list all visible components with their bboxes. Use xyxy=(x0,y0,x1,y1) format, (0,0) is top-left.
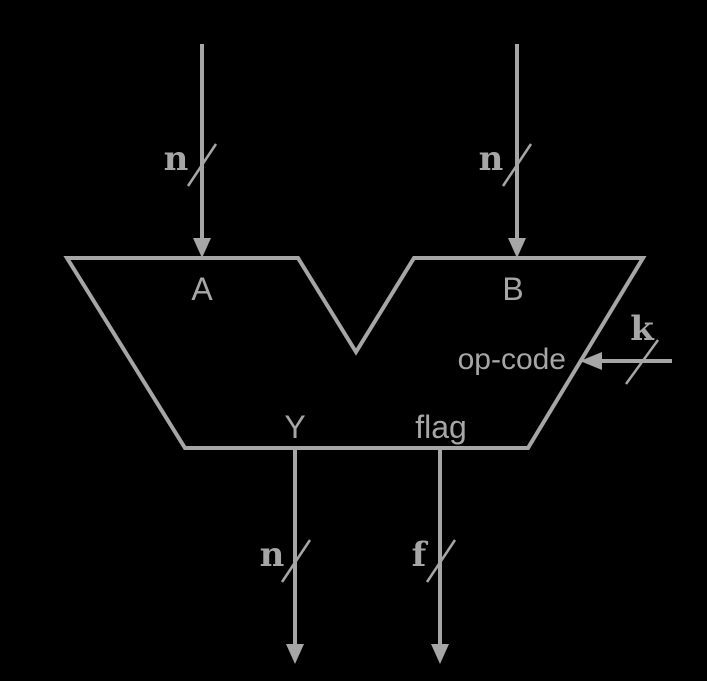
port-label-op-code: op-code xyxy=(458,343,566,376)
input-b-arrowhead xyxy=(508,238,526,258)
op-code-bus-slash xyxy=(624,339,660,385)
input-b-wire xyxy=(501,44,533,258)
input-a-wire xyxy=(186,44,218,258)
input-a-bus-slash xyxy=(186,143,218,187)
output-flag-arrowhead xyxy=(431,644,449,664)
output-y-bus-slash xyxy=(280,539,312,583)
alu-body xyxy=(63,256,647,450)
op-code-arrowhead xyxy=(580,352,602,370)
bus-width-y: n xyxy=(260,535,285,575)
output-y-arrowhead xyxy=(286,644,304,664)
port-label-flag: flag xyxy=(415,409,467,445)
op-code-wire xyxy=(580,339,672,385)
bus-width-flag: f xyxy=(412,535,429,575)
output-flag-wire xyxy=(425,448,457,664)
bus-width-b: n xyxy=(479,139,504,179)
input-a-arrowhead xyxy=(193,238,211,258)
port-label-b: B xyxy=(502,271,523,307)
output-flag-bus-slash xyxy=(425,539,457,583)
bus-width-a: n xyxy=(164,139,189,179)
port-label-a: A xyxy=(191,271,213,307)
output-y-wire xyxy=(280,448,312,664)
port-label-y: Y xyxy=(284,409,305,445)
bus-width-op-code: k xyxy=(630,309,655,349)
input-b-bus-slash xyxy=(501,143,533,187)
